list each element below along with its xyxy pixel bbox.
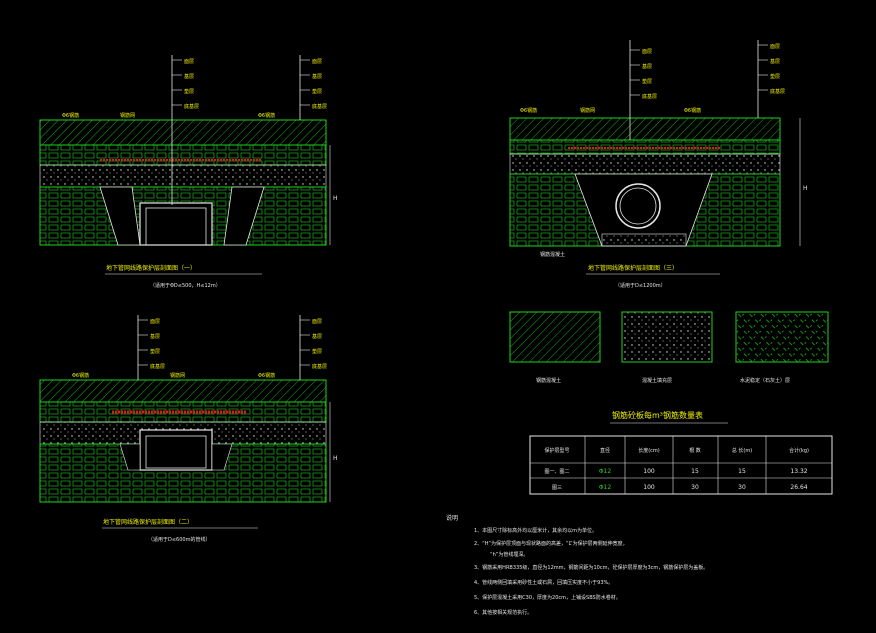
- svg-text:底基层: 底基层: [150, 363, 165, 370]
- svg-text:面层: 面层: [150, 319, 160, 325]
- table-cell: 100: [643, 468, 655, 475]
- section-3-note: 钢筋混凝土: [540, 251, 565, 258]
- table-cell: 图三: [552, 485, 562, 491]
- material-legend: 钢筋混凝土 混凝土填充层 水泥稳定（石灰土）层: [509, 311, 829, 384]
- surface-layer: [39, 119, 327, 146]
- note-item: “h”为管线埋深。: [490, 551, 528, 558]
- table-header: 总 长(m): [732, 447, 752, 454]
- cushion-layer-3: [509, 153, 781, 175]
- section-3-subtitle: （适用于D≤1200m）: [615, 282, 666, 289]
- section-1-subtitle: （适用于ΦD≤500，H≤12m）: [150, 282, 221, 289]
- table-cell: 30: [738, 484, 746, 491]
- svg-text:基层: 基层: [150, 333, 160, 340]
- label-mesh: 钢筋网: [120, 112, 135, 119]
- pipe-box: [139, 202, 213, 246]
- surface-layer-3: [509, 117, 781, 141]
- table-cell: 15: [691, 468, 699, 475]
- note-item: 1、本图尺寸除标高外均以厘米计，其余均以m为单位。: [474, 527, 597, 534]
- svg-text:H: H: [333, 455, 338, 462]
- table-header: 长度(cm): [638, 447, 660, 454]
- svg-text:垫层: 垫层: [770, 73, 780, 80]
- svg-text:面层: 面层: [312, 59, 322, 65]
- table-title: 钢筋砼板每m³钢筋数量表: [612, 410, 703, 420]
- legend-label-2: 混凝土填充层: [642, 377, 672, 384]
- surface-layer-2: [39, 379, 327, 403]
- svg-text:Φ6钢筋: Φ6钢筋: [258, 372, 275, 379]
- svg-text:基层: 基层: [642, 63, 652, 70]
- table-header: 合计(kg): [789, 447, 809, 454]
- table-cell: 26.64: [790, 484, 807, 491]
- notes-heading: 说明: [446, 514, 458, 522]
- section-2-title: 地下管网线路保护层剖面图（二）: [103, 518, 193, 526]
- svg-text:面层: 面层: [642, 49, 652, 55]
- svg-text:基层: 基层: [770, 58, 780, 65]
- section-3-drawing: 面层 基层 垫层 底基层 面层 基层 垫层 底基层 Φ6钢筋 Φ6钢筋 钢筋网 …: [509, 40, 808, 289]
- table-header: 直径: [600, 447, 610, 454]
- label-base: 基层: [184, 73, 194, 80]
- svg-text:钢筋网: 钢筋网: [580, 107, 595, 114]
- cushion-layer: [39, 164, 327, 188]
- table-cell: 30: [691, 484, 699, 491]
- table-header: 保护层型号: [544, 447, 569, 454]
- legend-swatch-fill: [621, 311, 713, 363]
- svg-text:Φ6钢筋: Φ6钢筋: [258, 112, 275, 119]
- pipe-circle: [615, 183, 661, 229]
- svg-text:底基层: 底基层: [642, 93, 657, 100]
- note-item: 4、管线两侧回填采用砂性土或石屑，回填压实度不小于93%。: [474, 579, 613, 586]
- svg-text:Φ6钢筋: Φ6钢筋: [520, 107, 537, 114]
- table-cell: Φ12: [599, 484, 612, 491]
- section-1-drawing: 面层 基层 垫层 底基层 面层 基层 垫层 底基层 钢筋网 Φ6钢筋 Φ6钢筋 …: [39, 55, 338, 289]
- svg-text:垫层: 垫层: [312, 348, 322, 355]
- table-cell: 图一、图二: [544, 469, 569, 475]
- svg-text:基层: 基层: [312, 73, 322, 80]
- svg-text:Φ6钢筋: Φ6钢筋: [72, 372, 89, 379]
- legend-label-3: 水泥稳定（石灰土）层: [740, 377, 790, 384]
- rebar-table: 钢筋砼板每m³钢筋数量表 保护层型号 直径 长度(cm) 根 数 总 长(m) …: [529, 410, 833, 495]
- section-2-subtitle: （适用于D≤600m的管线）: [148, 536, 210, 543]
- svg-text:H: H: [803, 185, 808, 192]
- svg-text:垫层: 垫层: [150, 348, 160, 355]
- section-3-title: 地下管网线路保护层剖面图（三）: [588, 264, 678, 272]
- section-2-drawing: 面层 基层 垫层 底基层 面层 基层 垫层 底基层 Φ6钢筋 Φ6钢筋 钢筋网 …: [39, 315, 338, 543]
- dim-h: H: [333, 195, 338, 202]
- svg-text:底基层: 底基层: [312, 363, 327, 370]
- svg-text:基层: 基层: [312, 333, 322, 340]
- label-anchor: Φ6钢筋: [62, 112, 79, 119]
- label-subbase: 底基层: [184, 103, 199, 110]
- svg-text:垫层: 垫层: [642, 78, 652, 85]
- table-cell: 15: [738, 468, 746, 475]
- note-item: 5、保护层混凝土采用C30，厚度为20cm，上铺设SBS防水卷材。: [474, 594, 621, 601]
- svg-text:面层: 面层: [312, 319, 322, 325]
- table-cell: 13.32: [790, 468, 807, 475]
- svg-text:垫层: 垫层: [312, 88, 322, 95]
- note-item: 6、其他按相关规范执行。: [474, 609, 532, 616]
- section-1-title: 地下管网线路保护层剖面图（一）: [106, 264, 196, 272]
- note-item: 2、“H”为保护层顶面与现状路面的高差，“L”为保护层两侧延伸宽度，: [474, 540, 628, 547]
- svg-text:Φ6钢筋: Φ6钢筋: [684, 107, 701, 114]
- table-header: 根 数: [689, 447, 701, 454]
- svg-text:面层: 面层: [770, 44, 780, 50]
- base-layer: [39, 144, 327, 166]
- svg-text:钢筋网: 钢筋网: [170, 372, 185, 379]
- table-cell: Φ12: [599, 468, 612, 475]
- svg-text:底基层: 底基层: [312, 103, 327, 110]
- label-cushion: 垫层: [184, 88, 194, 95]
- label-surface: 面层: [184, 59, 194, 65]
- note-item: 3、钢筋采用HRB335级，直径为12mm，钢筋间距为10cm，砼保护层厚度为3…: [474, 564, 708, 571]
- table-cell: 100: [643, 484, 655, 491]
- legend-label-1: 钢筋混凝土: [536, 377, 561, 384]
- svg-text:底基层: 底基层: [770, 88, 785, 95]
- legend-swatch-rc: [509, 311, 601, 363]
- notes: 说明 1、本图尺寸除标高外均以厘米计，其余均以m为单位。 2、“H”为保护层顶面…: [446, 514, 708, 616]
- legend-swatch-cement: [735, 311, 829, 363]
